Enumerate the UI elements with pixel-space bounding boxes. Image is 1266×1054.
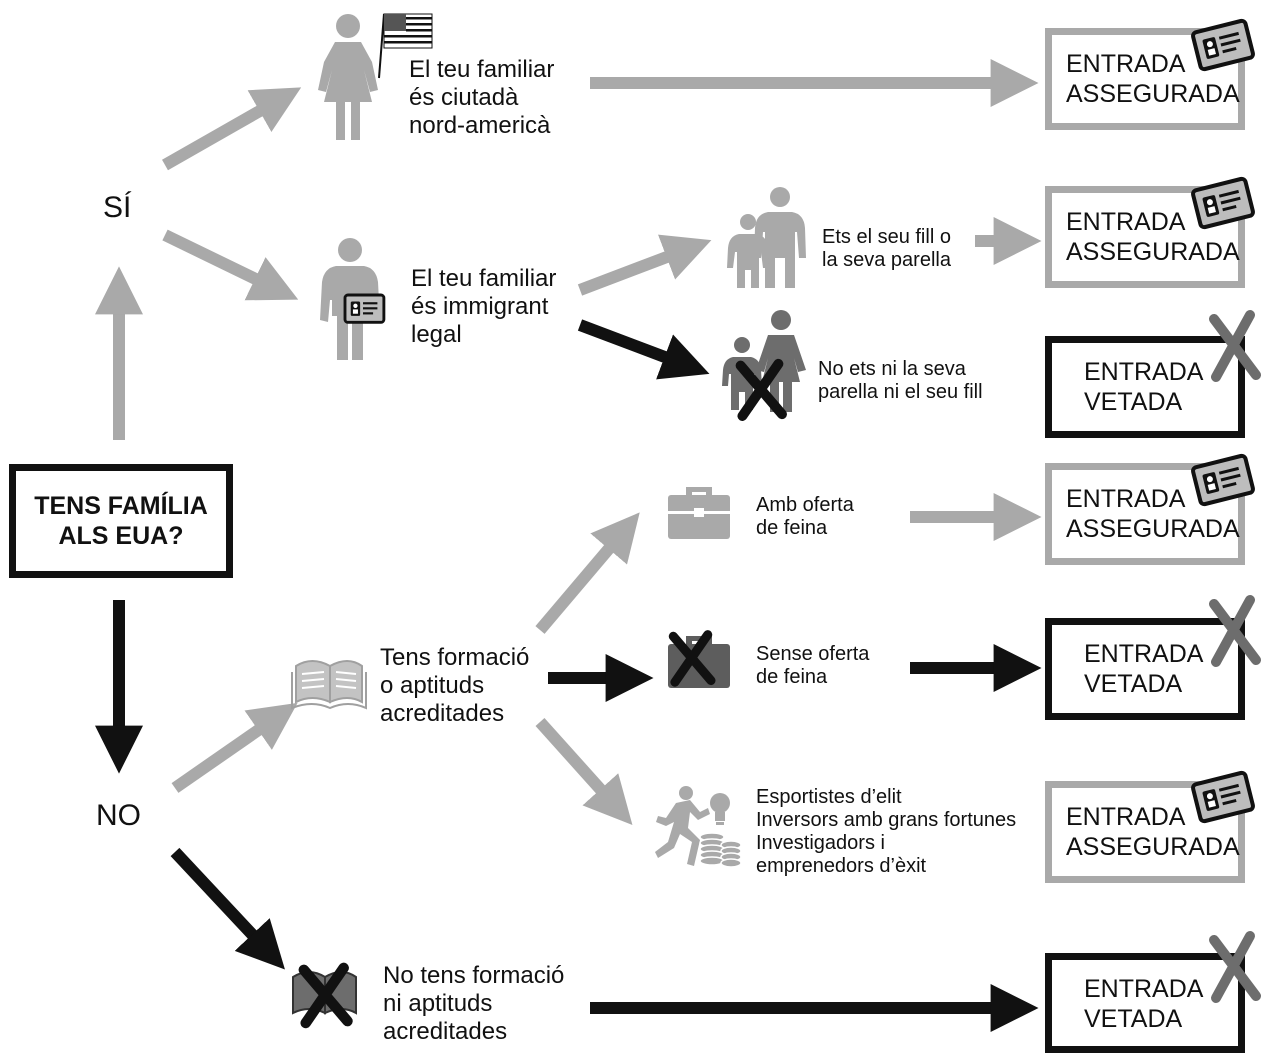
coins-icon xyxy=(699,832,742,868)
id-card-icon xyxy=(1190,770,1256,824)
yes-label: SÍ xyxy=(103,191,132,224)
book-icon xyxy=(291,660,367,710)
book-crossed-icon xyxy=(292,968,357,1023)
arrow-trained-elite xyxy=(535,717,633,826)
without-job-text: Sense oferta de feina xyxy=(756,643,870,688)
untrained-text: No tens formació ni aptituds acreditades xyxy=(383,962,565,1045)
outcome-granted-3: ENTRADA ASSEGURADA xyxy=(1045,463,1245,565)
citizen-text: El teu familiar és ciutadà nord-americà xyxy=(409,56,555,139)
woman-id-card-icon xyxy=(320,238,386,360)
outcome-granted-4: ENTRADA ASSEGURADA xyxy=(1045,781,1245,883)
arrow-immigrant-child xyxy=(577,234,712,296)
briefcase-icon xyxy=(668,487,730,539)
immigrant-text: El teu familiar és immigrant legal xyxy=(411,265,557,348)
outcome-label: ENTRADA VETADA xyxy=(1084,640,1204,698)
id-card-icon xyxy=(1190,176,1256,230)
trained-text: Tens formació o aptituds acreditades xyxy=(380,644,530,727)
outcome-granted-1: ENTRADA ASSEGURADA xyxy=(1045,28,1245,130)
not-child-partner-text: No ets ni la seva parella ni el seu fill xyxy=(818,358,983,403)
outcome-granted-2: ENTRADA ASSEGURADA xyxy=(1045,186,1245,288)
arrow-yes-citizen xyxy=(162,87,302,171)
main-question: TENS FAMÍLIA ALS EUA? xyxy=(34,492,208,550)
outcome-denied-1: ENTRADA VETADA xyxy=(1045,336,1245,438)
no-label: NO xyxy=(96,799,141,832)
woman-flag-icon xyxy=(318,13,433,140)
outcome-label: ENTRADA ASSEGURADA xyxy=(1066,208,1240,266)
runner-icon xyxy=(655,786,710,866)
elite-text: Esportistes d’elit Inversors amb grans f… xyxy=(756,786,1017,877)
x-mark-icon xyxy=(1214,936,1256,998)
lightbulb-icon xyxy=(710,793,730,825)
outcome-label: ENTRADA ASSEGURADA xyxy=(1066,803,1240,861)
outcome-label: ENTRADA ASSEGURADA xyxy=(1066,50,1240,108)
id-card-icon xyxy=(1190,453,1256,507)
outcome-label: ENTRADA VETADA xyxy=(1084,358,1204,416)
arrow-immigrant-other xyxy=(577,319,710,380)
arrow-no-untrained xyxy=(170,847,285,970)
arrow-yes-immigrant xyxy=(162,229,299,301)
x-mark-icon xyxy=(1214,600,1256,662)
briefcase-crossed-icon xyxy=(668,635,730,688)
family-crossed-icon xyxy=(722,310,806,416)
child-partner-text: Ets el seu fill o la seva parella xyxy=(822,226,951,271)
arrow-no-trained xyxy=(171,702,298,793)
with-job-text: Amb oferta de feina xyxy=(756,494,854,539)
outcome-label: ENTRADA ASSEGURADA xyxy=(1066,485,1240,543)
family-icon xyxy=(727,187,806,288)
outcome-label: ENTRADA VETADA xyxy=(1084,975,1204,1033)
outcome-denied-3: ENTRADA VETADA xyxy=(1045,953,1245,1053)
arrow-trained-job xyxy=(535,512,640,634)
outcome-denied-2: ENTRADA VETADA xyxy=(1045,618,1245,720)
x-mark-icon xyxy=(1214,315,1256,377)
main-question-box: TENS FAMÍLIA ALS EUA? xyxy=(9,464,233,578)
id-card-icon xyxy=(1190,18,1256,72)
